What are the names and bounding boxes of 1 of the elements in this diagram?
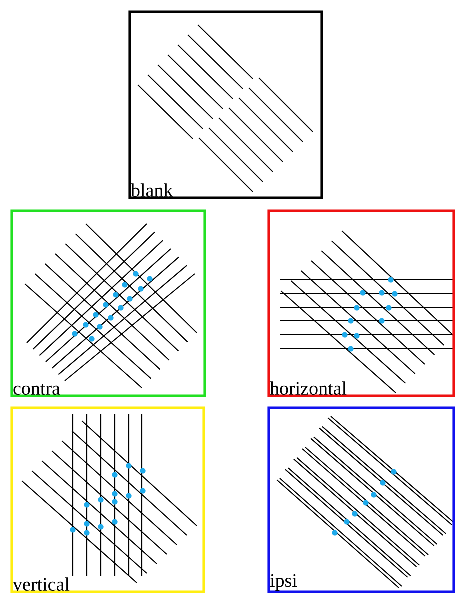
panel: contra: [10, 210, 206, 398]
